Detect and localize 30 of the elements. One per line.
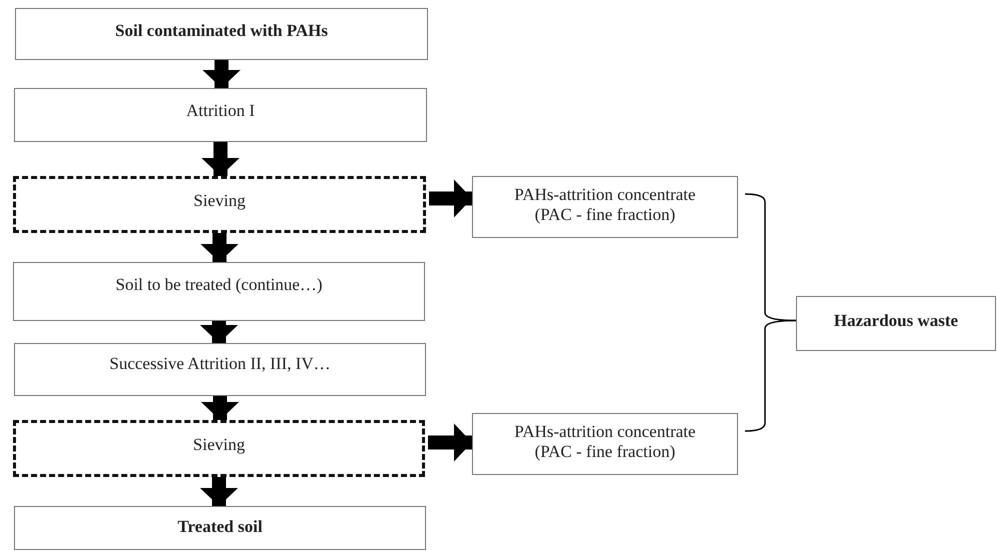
box-label: PAHs-attrition concentrate (PAC - fine fraction) — [513, 185, 697, 226]
process-box — [15, 8, 428, 60]
block-arrow — [200, 233, 238, 262]
box-label: Treated soil — [178, 517, 262, 538]
box-label: Soil to be treated (continue…) — [116, 275, 322, 296]
dashed-process-box — [13, 420, 425, 477]
box-label: Hazardous waste — [834, 311, 958, 332]
process-box — [13, 262, 425, 321]
block-arrow — [202, 60, 240, 88]
block-arrow — [200, 477, 238, 506]
process-box — [14, 343, 426, 396]
box-label: Sieving — [194, 191, 246, 212]
process-box — [14, 88, 427, 142]
block-arrow — [202, 142, 240, 176]
brace-line — [744, 320, 796, 432]
block-arrow — [201, 396, 239, 420]
process-box — [472, 176, 738, 238]
box-label: Attrition I — [186, 101, 255, 122]
brace-line — [744, 193, 796, 322]
block-arrow — [428, 424, 472, 462]
box-label: Soil contaminated with PAHs — [115, 21, 328, 42]
box-label: Successive Attrition II, III, IV… — [110, 354, 330, 375]
box-label: PAHs-attrition concentrate (PAC - fine fraction) — [513, 422, 697, 464]
process-box — [796, 296, 996, 351]
process-box — [472, 413, 738, 475]
box-label: Sieving — [193, 435, 245, 456]
block-arrow — [429, 180, 472, 218]
dashed-process-box — [13, 176, 426, 233]
process-box — [14, 506, 426, 550]
block-arrow — [200, 321, 238, 343]
